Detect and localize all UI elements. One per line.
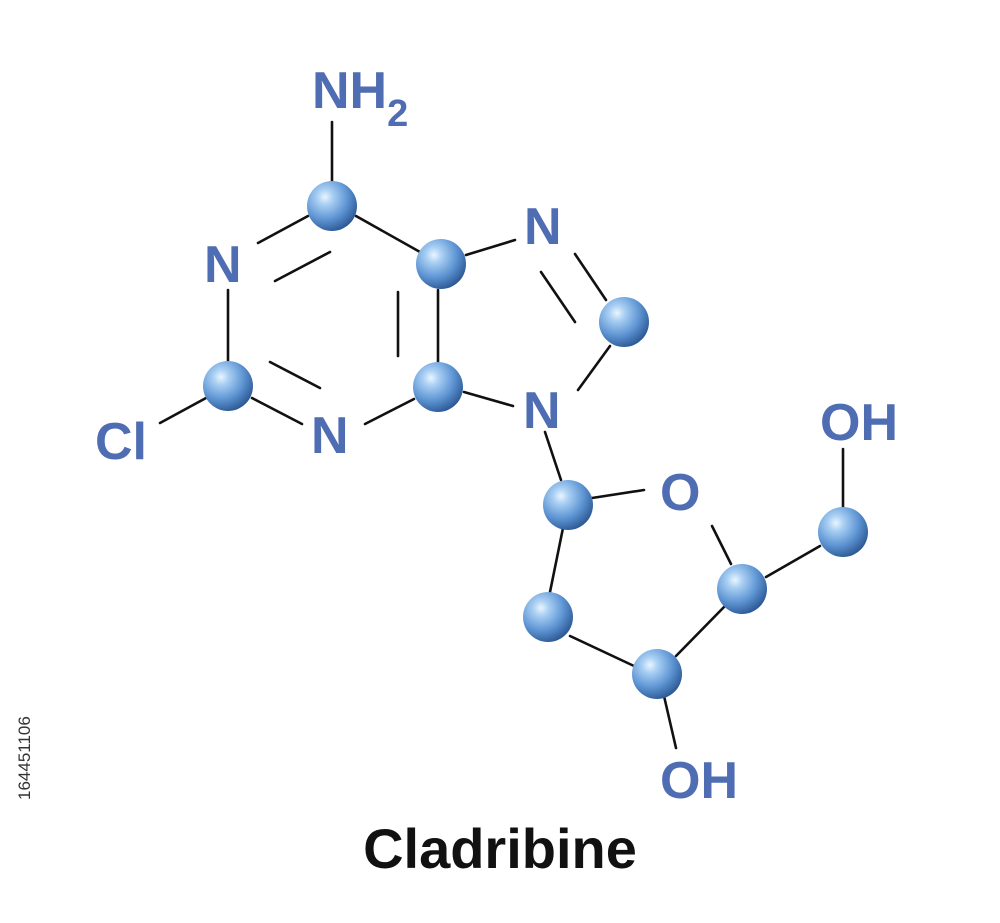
atom-label-oh-top: OH [820, 394, 898, 452]
bond-c4p-c3p [674, 604, 727, 658]
carbon-sphere-c1p [543, 480, 593, 530]
carbon-spheres [203, 181, 868, 699]
bond-o-c4p [710, 524, 733, 566]
atom-label-o-ring: O [660, 464, 700, 522]
carbon-sphere-c4p [717, 564, 767, 614]
atom-label-n3: N [311, 407, 349, 465]
carbon-sphere-c2 [203, 361, 253, 411]
carbon-sphere-c3p [632, 649, 682, 699]
bond-c3p-oh [662, 694, 678, 750]
carbon-sphere-c5p [818, 507, 868, 557]
atom-label-nh2-subscript: 2 [387, 93, 408, 135]
bond-c5-n7 [464, 238, 517, 257]
bond-n7-c8 [573, 252, 608, 302]
bond-c6-n1-double [273, 250, 332, 283]
bond-n7-c8-double [539, 270, 577, 324]
atom-label-cl: Cl [95, 413, 147, 471]
atom-label-oh-bottom: OH [660, 752, 738, 810]
bond-c8-n9 [576, 344, 612, 392]
atom-labels: NH2 N N N N Cl O OH OH [95, 62, 898, 810]
stock-id: 164451106 [15, 716, 34, 800]
carbon-sphere-c2p [523, 592, 573, 642]
bonds [158, 120, 845, 750]
bond-n3-c4 [363, 397, 416, 426]
bond-c2-n3-double [268, 360, 322, 390]
bond-c2-n3 [250, 396, 304, 426]
carbon-sphere-c4 [413, 362, 463, 412]
bond-c2p-c1p [548, 526, 565, 594]
bond-c4p-c5p [764, 544, 822, 579]
atom-label-nh2-main: NH [312, 62, 387, 120]
carbon-sphere-c5 [416, 239, 466, 289]
carbon-sphere-c6 [307, 181, 357, 231]
atom-label-n7: N [524, 198, 562, 256]
bond-c2-cl [158, 396, 208, 425]
bond-c6-n1 [256, 214, 310, 245]
bond-n9-c1p [543, 430, 563, 482]
atom-label-n9: N [523, 382, 561, 440]
bond-c4-n9 [462, 390, 515, 408]
molecule-title: Cladribine [363, 817, 637, 880]
bond-c1p-o [590, 488, 646, 500]
atom-label-nh2: NH2 [312, 62, 408, 135]
bond-c3p-c2p [568, 634, 636, 668]
bond-c6-c5 [354, 214, 422, 254]
atom-label-n1: N [204, 236, 242, 294]
carbon-sphere-c8 [599, 297, 649, 347]
